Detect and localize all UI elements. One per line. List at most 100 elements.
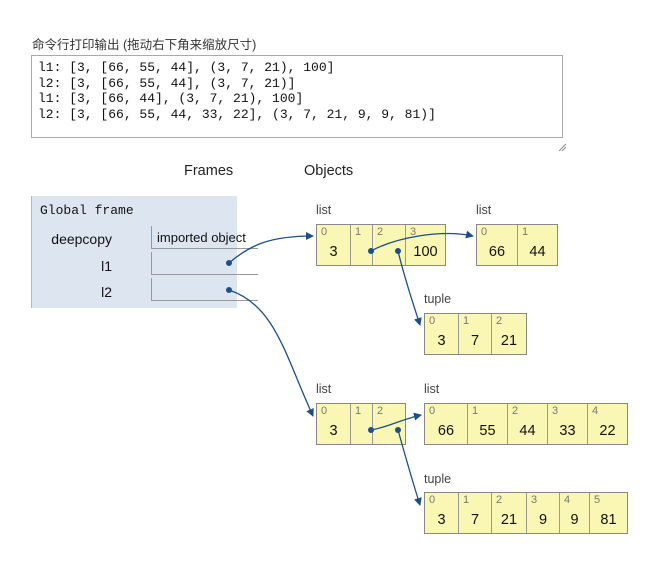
cell-value: 66 [437,423,455,439]
cell-index: 5 [594,494,601,506]
pointer-dot [368,248,374,254]
object-cell: 2 21 [491,314,526,354]
output-line: l2: [3, [66, 55, 44, 33, 22], (3, 7, 21,… [38,106,436,122]
cell-value: 22 [599,423,616,439]
object-type-label: list [476,203,492,217]
cell-index: 1 [355,226,362,238]
cell-index: 0 [321,226,328,238]
cell-value: 3 [437,333,446,349]
cell-index: 0 [429,494,436,506]
cell-index: 0 [429,315,436,327]
cell-index: 1 [472,405,479,417]
output-line: l1: [3, [66, 44], (3, 7, 21), 100] [38,91,304,106]
cell-value: 3 [329,244,338,260]
cell-value: 100 [413,244,438,260]
cell-value: 66 [488,244,506,260]
resize-handle-icon[interactable] [558,143,566,151]
cell-index: 1 [522,226,529,238]
global-frame-title: Global frame [40,203,134,218]
global-frame: Global frame deepcopy imported object l1… [31,196,258,308]
arrow-list2-to-tuple [397,429,422,506]
arrow-list2-to-inner-list [370,412,422,431]
cell-value: 7 [470,333,480,349]
object-cell: 5 81 [589,493,627,533]
cell-index: 2 [496,494,503,506]
cell-value: 3 [437,512,446,528]
arrow-list-to-inner-list [370,230,474,252]
cell-value: 81 [600,512,617,528]
var-name-deepcopy: deepcopy [51,231,112,247]
cell-index: 3 [531,494,538,506]
pointer-dot [395,248,401,254]
cell-index: 0 [321,405,328,417]
object-cell: 3 100 [405,225,445,265]
arrow-l1-to-list [228,232,314,264]
output-textarea[interactable]: l1: [3, [66, 55, 44], (3, 7, 21), 100]l2… [31,55,563,138]
pointer-dot [368,427,374,433]
cell-value: 44 [529,244,546,260]
cell-value: 9 [570,512,579,528]
cell-index: 0 [429,405,436,417]
output-line: l1: [3, [66, 55, 44], (3, 7, 21), 100] [38,60,335,75]
cell-index: 1 [463,315,470,327]
var-value-deepcopy: imported object [151,226,258,249]
cell-index: 1 [355,405,362,417]
arrow-list-to-tuple [397,250,422,326]
cell-value: 21 [500,333,518,349]
cell-index: 0 [481,226,488,238]
cell-index: 3 [410,226,417,238]
cell-index: 2 [377,405,384,417]
object-type-label: list [424,382,440,396]
output-label: 命令行打印输出 (拖动右下角来缩放尺寸) [32,38,257,52]
cell-index: 3 [552,405,559,417]
cell-value: 33 [559,423,576,439]
var-value-l1 [151,252,258,275]
var-name-l2: l2 [101,284,112,300]
cell-index: 4 [564,494,571,506]
var-value-l2 [151,278,258,301]
output-line: l2: [3, [66, 55, 44], (3, 7, 21)] [38,75,296,91]
cell-value: 44 [519,423,536,439]
object-type-label: list [316,382,332,396]
object-cell: 2 [372,225,405,265]
arrow-l2-to-list [228,289,314,417]
cell-index: 4 [592,405,599,417]
cell-value: 55 [479,423,496,439]
object-cell: 2 [372,404,405,444]
object-cell: 1 [350,225,372,265]
cell-index: 2 [512,405,519,417]
cell-index: 2 [496,315,503,327]
cell-value: 21 [500,512,518,528]
cell-value: 9 [538,512,548,528]
object-type-label: list [316,203,332,217]
object-cell: 2 21 [491,493,526,533]
cell-value: 3 [329,423,338,439]
var-name-l1: l1 [101,258,112,274]
pointer-dot [395,427,401,433]
objects-header: Objects [304,163,354,179]
object-type-label: tuple [424,292,452,306]
object-type-label: tuple [424,472,452,486]
frames-header: Frames [184,163,234,179]
pointer-dot [226,260,232,266]
